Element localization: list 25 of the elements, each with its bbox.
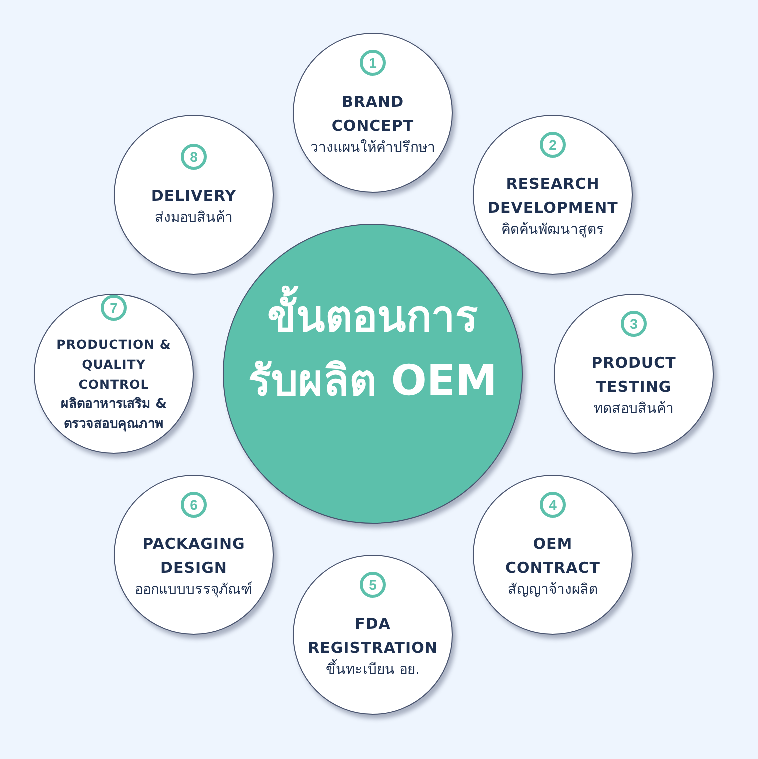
step-description: วางแผนให้คำปรึกษา <box>310 138 436 158</box>
step-title: OEM CONTRACT <box>504 534 602 579</box>
step-description: ออกแบบบรรจุภัณฑ์ <box>135 580 253 600</box>
step-title: PACKAGING DESIGN <box>142 534 246 579</box>
step-title: BRAND CONCEPT <box>330 92 416 137</box>
step-description: ทดสอบสินค้า <box>594 400 674 419</box>
step-title: PRODUCT TESTING <box>590 353 678 398</box>
step-title: DELIVERY <box>151 186 237 207</box>
step-title: RESEARCH DEVELOPMENT <box>486 174 620 219</box>
step-description: คิดค้นพัฒนาสูตร <box>502 221 604 240</box>
step-description: ส่งมอบสินค้า <box>155 209 233 228</box>
step-number: 4 <box>540 492 566 518</box>
step-number: 3 <box>621 311 647 337</box>
step-number: 8 <box>181 144 207 170</box>
step-title: PRODUCTION & QUALITY CONTROL <box>56 336 172 394</box>
center-title: ขั้นตอนการรับผลิต OEM <box>246 285 500 463</box>
step-number: 5 <box>360 572 386 598</box>
step-number: 6 <box>181 492 207 518</box>
step-title: FDA REGISTRATION <box>307 614 439 659</box>
step-number: 7 <box>101 295 127 321</box>
step-description: สัญญาจ้างผลิต <box>508 581 598 600</box>
step-number: 2 <box>540 132 566 158</box>
step-description: ผลิตอาหารเสริม & ตรวจสอบคุณภาพ <box>60 396 168 434</box>
step-description: ขึ้นทะเบียน อย. <box>326 660 420 680</box>
step-number: 1 <box>360 50 386 76</box>
